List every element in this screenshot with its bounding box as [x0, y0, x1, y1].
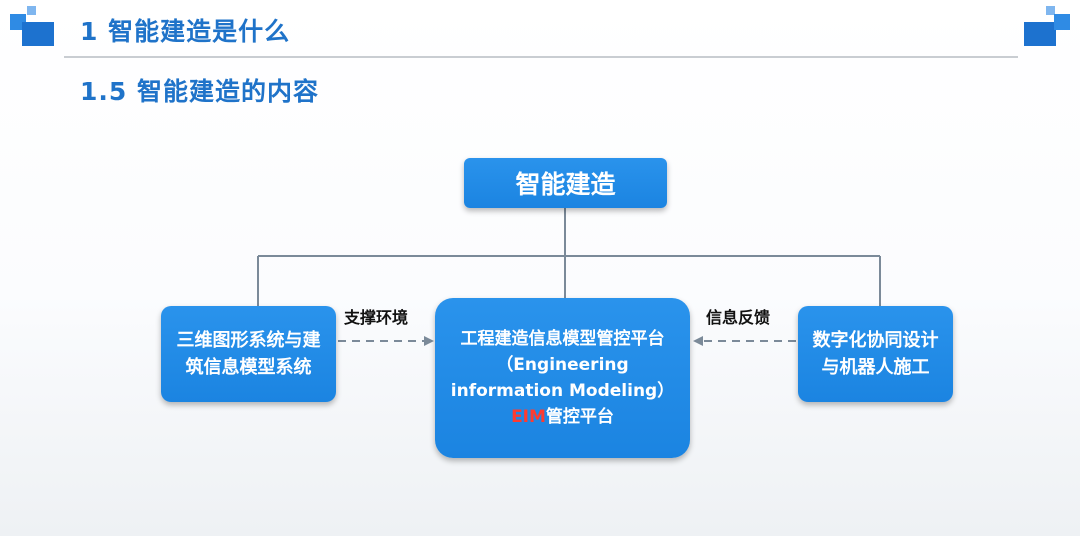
center-node-text: 工程建造信息模型管控平台（Engineering information Mod…: [450, 329, 675, 401]
root-node: 智能建造: [464, 158, 667, 208]
info-feedback-label: 信息反馈: [706, 308, 771, 327]
title-divider: [64, 56, 1018, 58]
center-node-suffix: 管控平台: [545, 407, 614, 427]
left-node: 三维图形系统与建筑信息模型系统: [161, 306, 336, 402]
center-node: 工程建造信息模型管控平台（Engineering information Mod…: [435, 298, 690, 458]
support-environment-label: 支撑环境: [344, 308, 409, 327]
left-corner-decoration: [0, 0, 62, 50]
eim-abbreviation: EIM: [511, 407, 546, 427]
page-title: 1 智能建造是什么: [80, 17, 291, 46]
right-node: 数字化协同设计与机器人施工: [798, 306, 953, 402]
right-arrowhead: [693, 336, 703, 346]
section-title: 1.5 智能建造的内容: [80, 77, 319, 106]
right-corner-decoration: [1018, 0, 1080, 50]
left-arrowhead: [424, 336, 434, 346]
